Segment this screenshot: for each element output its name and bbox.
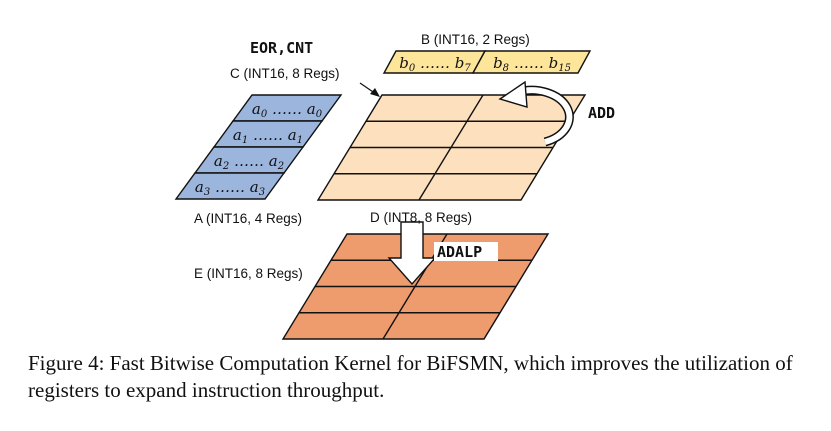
register-b-cell-1 <box>471 50 592 74</box>
b-regs-label: B (INT16, 2 Regs) <box>421 32 530 47</box>
register-block-a: a0 …… a0 a1 …… a1 a2 …… a2 a3 …… a3 <box>174 94 343 200</box>
add-cycle-arrow <box>498 80 574 147</box>
adalp-down-arrow <box>387 221 437 286</box>
adalp-label: ADALP <box>437 243 482 261</box>
register-a-text-2: a2 …… a2 <box>214 152 284 172</box>
register-a-text-1: a1 …… a1 <box>233 126 303 146</box>
register-a-text-3: a3 …… a3 <box>195 178 265 198</box>
add-label: ADD <box>588 104 615 122</box>
register-b-text-1: b8 …… b15 <box>493 54 571 74</box>
eor-cnt-label: EOR,CNT <box>250 39 313 57</box>
d-regs-label: D (INT8, 8 Regs) <box>370 210 472 225</box>
register-block-b: b0 …… b7 b8 …… b15 <box>382 50 592 74</box>
register-block-c <box>316 94 587 201</box>
adalp-label-bg <box>434 242 498 261</box>
figure-caption: Figure 4: Fast Bitwise Computation Kerne… <box>28 351 793 402</box>
c-pointer-arrow <box>359 82 380 97</box>
register-b-text-0: b0 …… b7 <box>399 54 471 74</box>
c-regs-label: C (INT16, 8 Regs) <box>230 66 340 81</box>
register-a-row-3 <box>174 172 286 200</box>
e-regs-label: E (INT16, 8 Regs) <box>194 266 303 281</box>
register-a-text-0: a0 …… a0 <box>252 100 323 120</box>
a-regs-label: A (INT16, 4 Regs) <box>194 211 302 226</box>
